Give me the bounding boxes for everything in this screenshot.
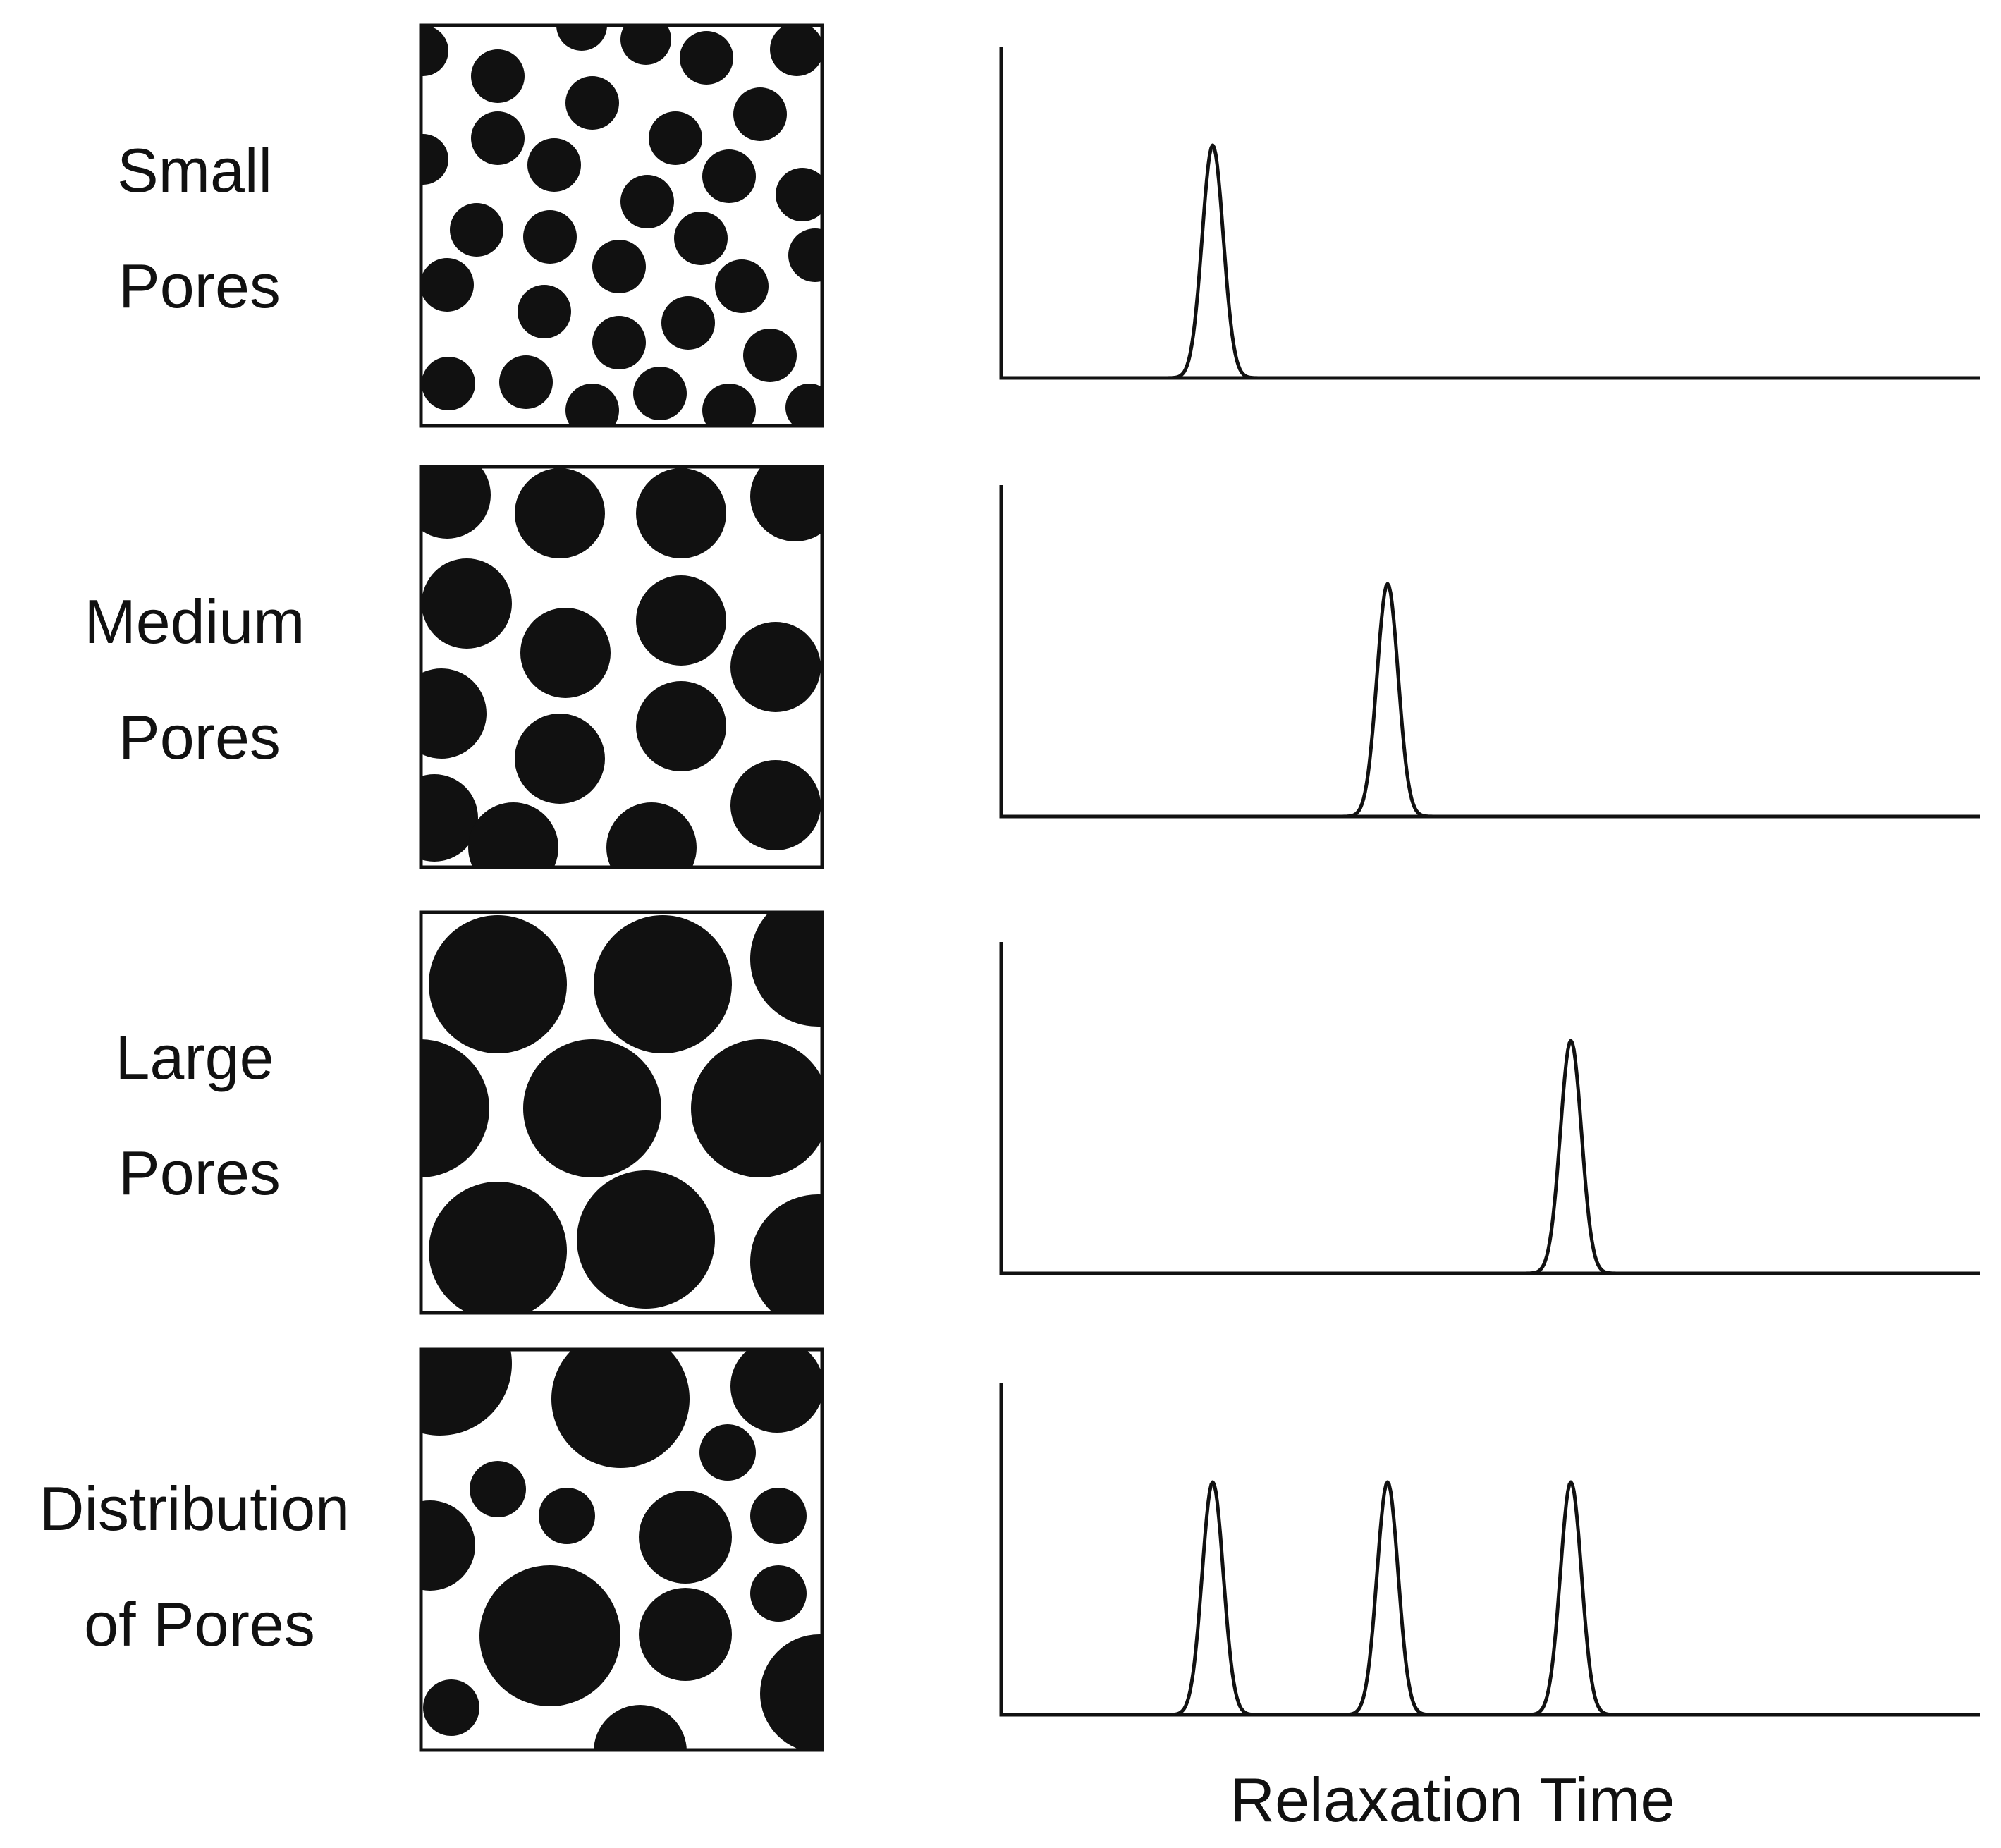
small-pores-panel <box>419 23 824 428</box>
plot-axes-small <box>999 47 1980 380</box>
peak-dist-2 <box>1342 1480 1433 1717</box>
row-label-small-line2: Pores <box>118 251 281 321</box>
row-label-distribution-line2: of Pores <box>84 1589 315 1659</box>
row-label-medium-line2: Pores <box>118 702 281 772</box>
peak-large-1 <box>1525 1039 1617 1275</box>
relaxation-plots <box>999 47 1980 1717</box>
row-label-large-line2: Pores <box>118 1138 281 1208</box>
row-label-distribution-line1: Distribution <box>39 1474 350 1543</box>
large-pores-panel <box>419 910 824 1315</box>
plot-axes-large <box>999 942 1980 1275</box>
plot-axes-medium <box>999 485 1980 819</box>
row-label-distribution: Distribution of Pores <box>4 1451 385 1682</box>
row-label-large: Large Pores <box>4 1000 385 1231</box>
peak-dist-1 <box>1167 1480 1259 1717</box>
distribution-pores-panel <box>419 1347 824 1752</box>
row-label-medium-line1: Medium <box>84 587 305 656</box>
plot-axes-dist <box>999 1383 1980 1717</box>
row-label-small-line1: Small <box>116 135 273 205</box>
peak-small-1 <box>1167 143 1259 380</box>
medium-pores-panel <box>419 465 824 869</box>
row-label-medium: Medium Pores <box>4 564 385 795</box>
peak-medium-1 <box>1342 582 1433 819</box>
row-label-large-line1: Large <box>115 1022 274 1092</box>
x-axis-label: Relaxation Time <box>1230 1765 1675 1835</box>
peak-dist-3 <box>1525 1480 1617 1717</box>
row-label-small: Small Pores <box>4 113 385 344</box>
